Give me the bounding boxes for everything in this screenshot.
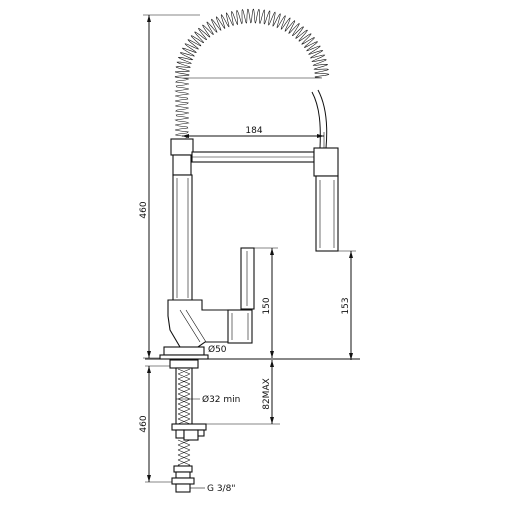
- label-max-deck: 82MAX: [262, 378, 272, 410]
- label-spray-height: 153: [341, 297, 351, 314]
- faucet-column: [170, 138, 194, 302]
- dim-max-deck: 82MAX: [205, 360, 280, 425]
- flex-hoses: [171, 439, 195, 493]
- label-spout-reach: 184: [245, 126, 262, 136]
- dim-thread: G 3/8": [190, 484, 235, 494]
- dim-handle-height: 150: [254, 247, 278, 358]
- label-total-height: 460: [139, 201, 149, 218]
- spout-arm: [191, 151, 315, 163]
- spray-head: [313, 147, 339, 252]
- label-base-diameter: Ø50: [208, 344, 227, 355]
- spray-hose: [317, 89, 328, 149]
- label-hole-diameter: Ø32 min: [202, 394, 240, 405]
- base-plate: Ø50: [159, 344, 227, 360]
- dim-hole-diameter: Ø32 min: [176, 394, 240, 405]
- dim-spout-reach: 184: [182, 126, 325, 150]
- spring-coil: [174, 8, 330, 139]
- handle-lever: [240, 247, 255, 310]
- fixing-bracket: [171, 423, 207, 441]
- mixer-body: [167, 299, 253, 348]
- label-handle-height: 150: [262, 297, 272, 314]
- label-thread: G 3/8": [207, 484, 235, 494]
- dim-hose-length: 460: [139, 365, 176, 483]
- dim-spray-height: 153: [338, 250, 356, 360]
- threaded-rod: [169, 359, 199, 427]
- dim-total-height: 460: [139, 14, 200, 359]
- label-hose-length: 460: [139, 415, 149, 432]
